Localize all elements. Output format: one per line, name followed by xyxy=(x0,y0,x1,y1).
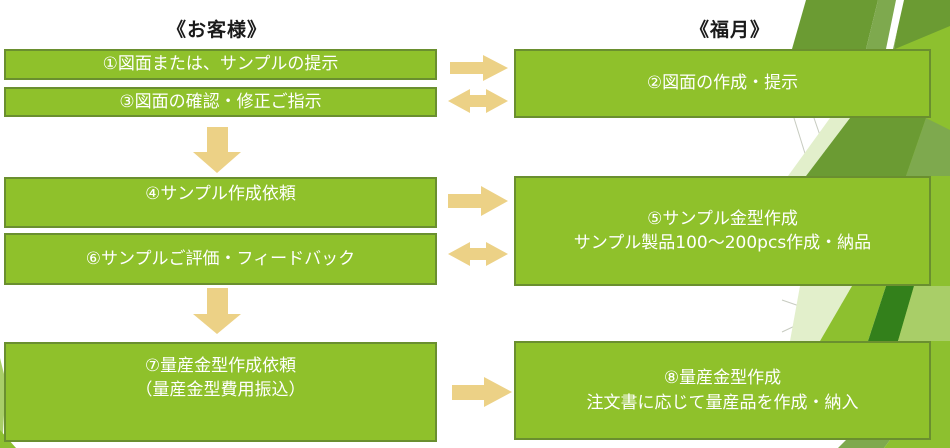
facet-top-dark xyxy=(792,0,878,49)
arrow-down-6-to-7-icon xyxy=(193,288,241,334)
column-header-customer: 《お客様》 xyxy=(166,19,267,41)
step-box-7: ⑦量産金型作成依頼 （量産金型費用振込） xyxy=(4,342,437,442)
arrow-down-3-to-4-icon xyxy=(193,127,241,173)
facet-top-white-sliver xyxy=(886,0,904,49)
arrow-right-4-to-5-icon xyxy=(448,186,508,216)
facet-gap1-pale xyxy=(788,118,850,176)
step-text: サンプル製品100～200pcs作成・納品 xyxy=(573,233,872,253)
step-text: ⑦量産金型作成依頼 xyxy=(144,356,297,376)
facet-gap1-dark xyxy=(806,118,926,176)
facet-gap2-bright xyxy=(820,286,886,341)
arrow-right-7-to-8-icon xyxy=(452,377,512,407)
step-box-1: ①図面または、サンプルの提示 xyxy=(4,49,437,80)
facet-gap2-deep xyxy=(868,286,914,341)
step-text: ⑧量産金型作成 xyxy=(663,368,782,389)
facet-bottom-bright xyxy=(884,440,950,448)
step-box-8: ⑧量産金型作成 注文書に応じて量産品を作成・納入 xyxy=(514,341,931,440)
facet-gap2-pale xyxy=(790,286,852,341)
arrow-double-3-and-2-icon xyxy=(448,89,508,113)
step-text: 注文書に応じて量産品を作成・納入 xyxy=(586,392,859,413)
step-text: ①図面または、サンプルの提示 xyxy=(102,54,339,75)
column-header-fukutsuki: 《福月》 xyxy=(689,19,770,41)
step-text: ⑥サンプルご評価・フィードバック xyxy=(85,248,356,269)
step-box-4: ④サンプル作成依頼 xyxy=(4,177,437,228)
step-text: ④サンプル作成依頼 xyxy=(145,184,296,204)
arrow-right-1-to-2-icon xyxy=(450,55,508,81)
arrow-double-6-and-5-icon xyxy=(448,242,508,266)
step-text: ②図面の作成・提示 xyxy=(646,73,799,94)
step-box-3: ③図面の確認・修正ご指示 xyxy=(4,87,437,117)
step-box-5: ⑤サンプル金型作成 サンプル製品100～200pcs作成・納品 xyxy=(514,176,931,286)
facet-top-bright-tri xyxy=(895,26,950,49)
step-text: （量産金型費用振込） xyxy=(135,380,306,401)
step-box-2: ②図面の作成・提示 xyxy=(514,49,931,118)
step-text: ⑤サンプル金型作成 xyxy=(647,208,798,229)
facet-gap1-mid xyxy=(906,118,950,176)
step-box-6: ⑥サンプルご評価・フィードバック xyxy=(4,233,437,285)
step-text: ③図面の確認・修正ご指示 xyxy=(119,91,322,112)
facet-bottom-mid xyxy=(838,440,890,448)
facet-gap2-light xyxy=(898,286,950,341)
